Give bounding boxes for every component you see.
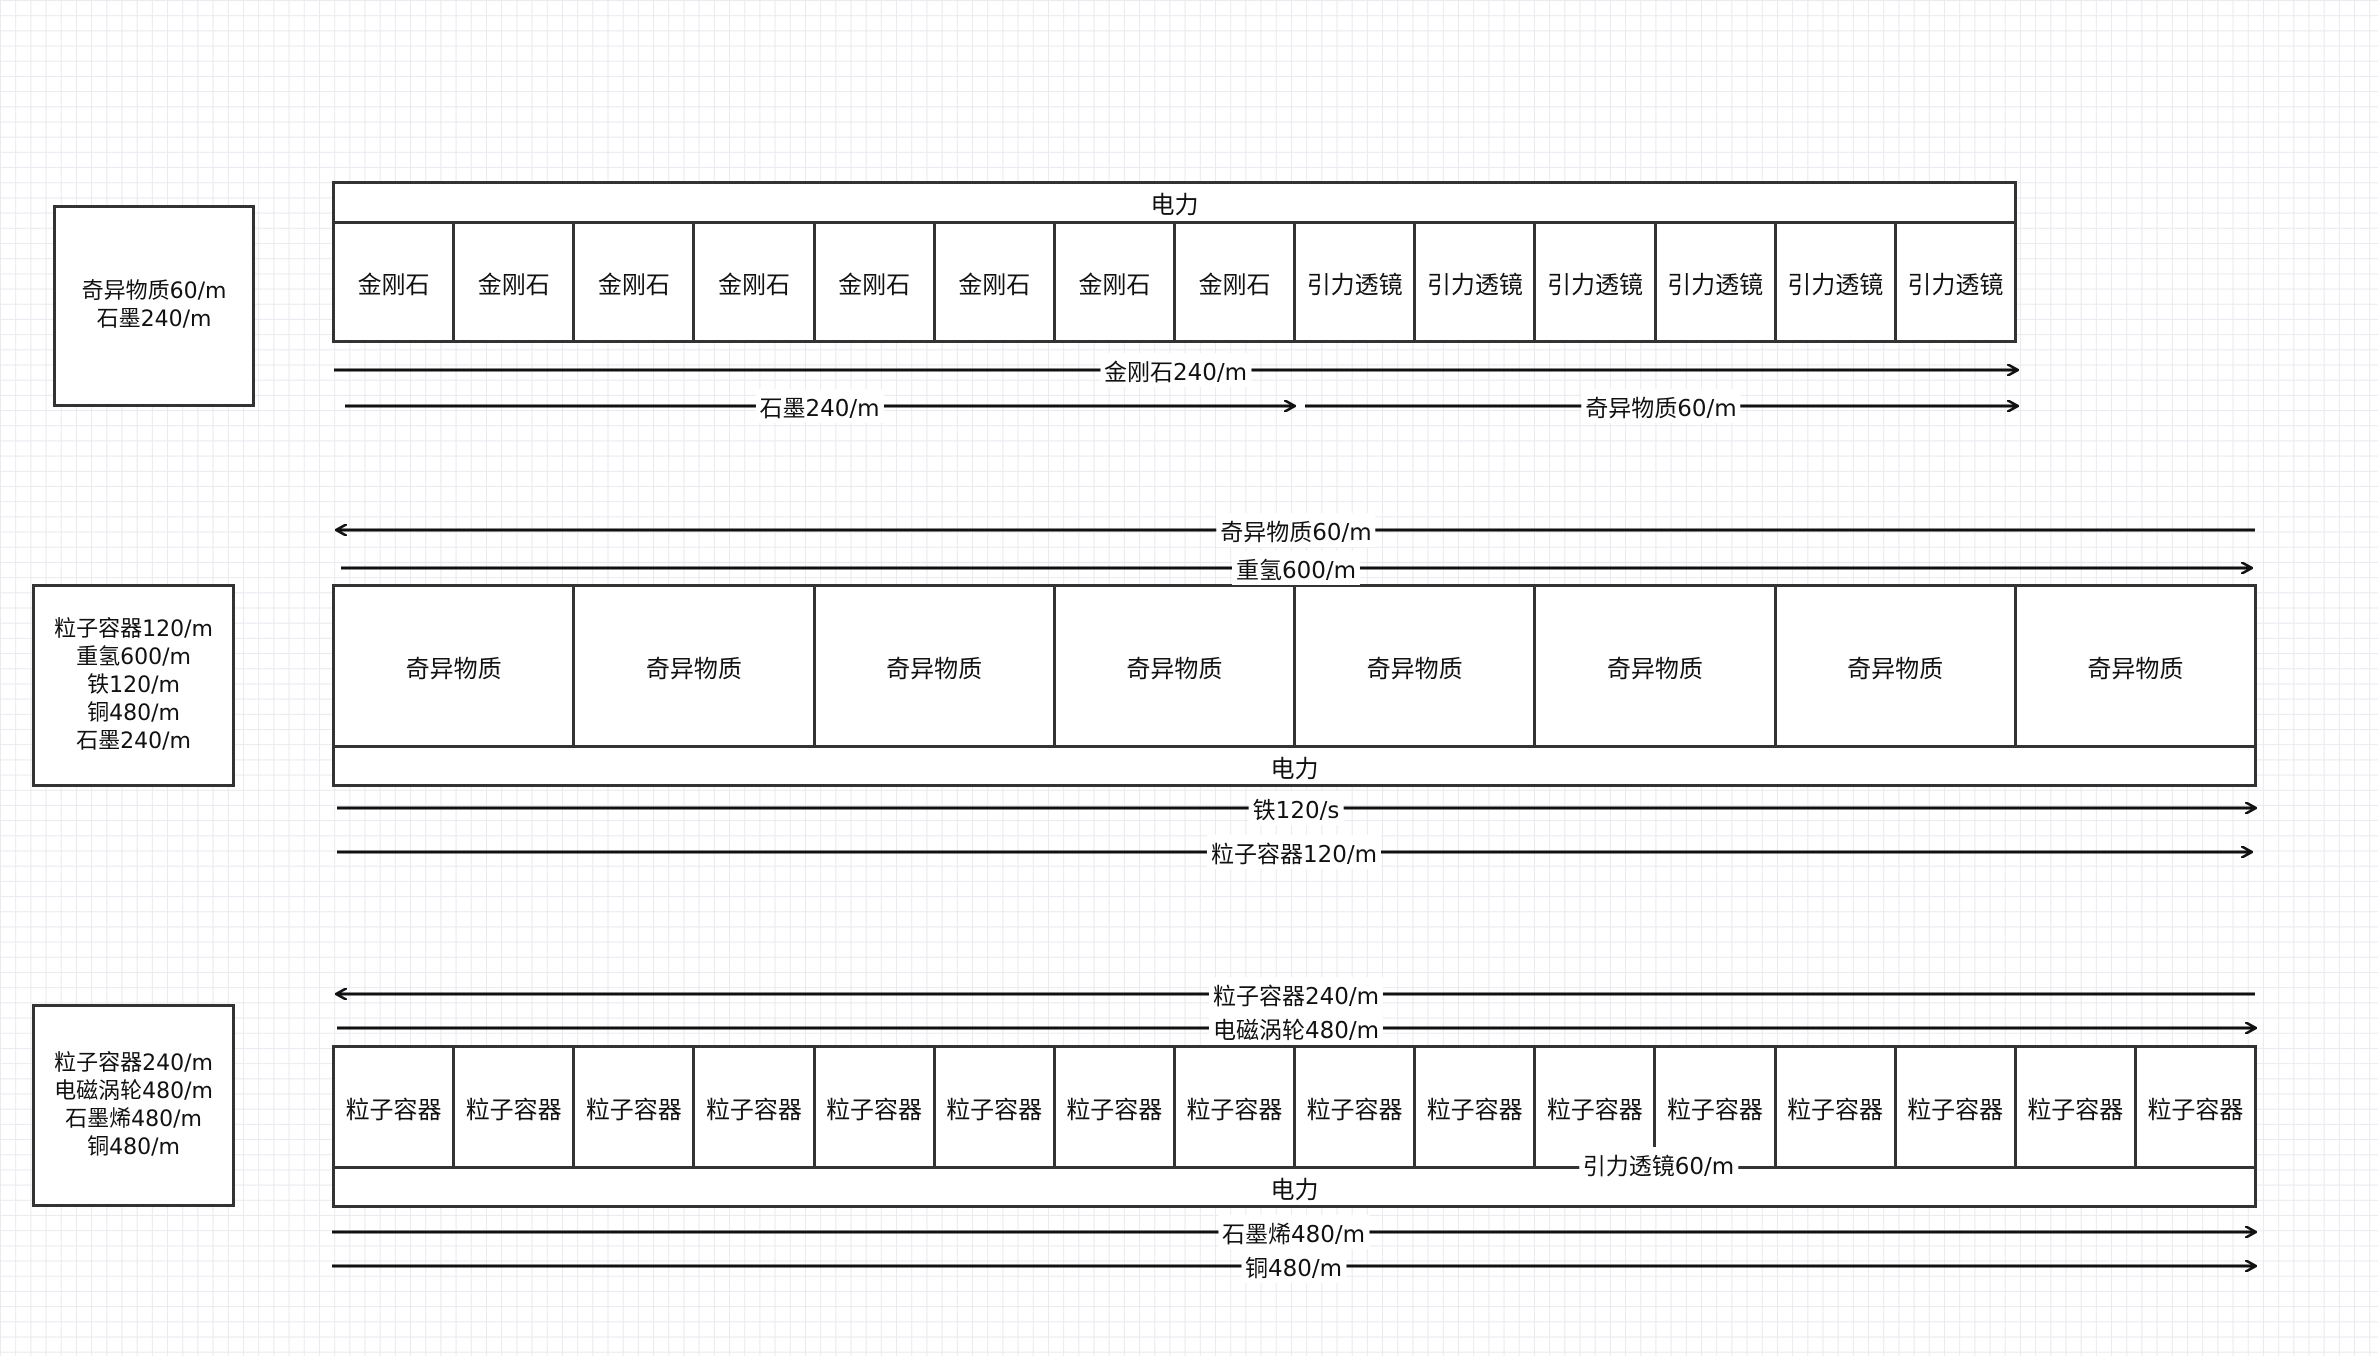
- machine-cell: 粒子容器: [2017, 1048, 2137, 1166]
- machine-row-1: 金刚石金刚石金刚石金刚石金刚石金刚石金刚石金刚石引力透镜引力透镜引力透镜引力透镜…: [332, 221, 2017, 343]
- machine-cell: 粒子容器: [1416, 1048, 1537, 1166]
- summary-line: 铜480/m: [87, 1134, 180, 1160]
- machine-cell: 粒子容器: [575, 1048, 696, 1166]
- flow-arrow-label: 粒子容器120/m: [1206, 835, 1382, 869]
- machine-cell: 粒子容器: [455, 1048, 576, 1166]
- power-bar-2: 电力: [332, 745, 2257, 787]
- machine-cell: 粒子容器: [1176, 1048, 1296, 1166]
- summary-box-2: 粒子容器120/m 重氢600/m 铁120/m 铜480/m 石墨240/m: [32, 584, 235, 787]
- machine-cell: 粒子容器: [1656, 1048, 1777, 1166]
- machine-cell: 粒子容器: [2147, 1095, 2244, 1124]
- machine-cell: 金刚石: [936, 224, 1056, 340]
- machine-cell: 金刚石: [816, 224, 936, 340]
- machine-cell: 粒子容器: [1536, 1048, 1657, 1166]
- machine-cell: 奇异物质: [335, 587, 576, 745]
- machine-cell: 奇异物质: [575, 587, 816, 745]
- machine-cell: 金刚石: [455, 224, 576, 340]
- power-bar-3: 电力: [332, 1166, 2257, 1208]
- flow-arrow-label: 引力透镜60/m: [1578, 1147, 1739, 1181]
- summary-line: 铜480/m: [87, 700, 180, 726]
- summary-line: 奇异物质60/m: [81, 279, 227, 304]
- machine-cell: 金刚石: [575, 224, 696, 340]
- flow-arrow-label: 重氢600/m: [1231, 551, 1361, 585]
- summary-line: 重氢600/m: [76, 644, 191, 670]
- machine-cell: 粒子容器: [1777, 1048, 1897, 1166]
- power-bar-1: 电力: [332, 181, 2017, 224]
- machine-cell: 粒子容器: [936, 1048, 1056, 1166]
- machine-cell: 粒子容器: [335, 1048, 456, 1166]
- flow-arrow-label: 石墨烯480/m: [1217, 1215, 1370, 1249]
- machine-cell: 奇异物质: [816, 587, 1056, 745]
- machine-cell: 粒子容器: [1296, 1048, 1417, 1166]
- machine-cell: 奇异物质: [2087, 654, 2184, 683]
- machine-cell: 金刚石: [1176, 224, 1297, 340]
- machine-cell: 奇异物质: [1056, 587, 1296, 745]
- machine-cell: 引力透镜: [1657, 224, 1777, 340]
- summary-line: 粒子容器120/m: [54, 616, 213, 642]
- summary-line: 铁120/m: [87, 672, 180, 698]
- flow-arrow-label: 铜480/m: [1240, 1249, 1347, 1283]
- flow-arrow-label: 石墨240/m: [755, 389, 884, 423]
- machine-cell: 金刚石: [695, 224, 816, 340]
- summary-line: 石墨240/m: [96, 307, 212, 332]
- machine-row-3: 粒子容器粒子容器粒子容器粒子容器粒子容器粒子容器粒子容器粒子容器粒子容器粒子容器…: [332, 1045, 2257, 1169]
- summary-line: 石墨240/m: [76, 728, 191, 754]
- flow-arrow-label: 奇异物质60/m: [1216, 513, 1376, 547]
- flow-arrow-label: 铁120/s: [1248, 791, 1344, 825]
- flow-arrow-label: 金刚石240/m: [1099, 353, 1252, 387]
- machine-cell: 奇异物质: [1536, 587, 1777, 745]
- machine-cell: 引力透镜: [1907, 270, 2004, 299]
- summary-box-3: 粒子容器240/m 电磁涡轮480/m 石墨烯480/m 铜480/m: [32, 1004, 235, 1207]
- machine-cell: 引力透镜: [1536, 224, 1657, 340]
- flow-arrow-label: 粒子容器240/m: [1208, 977, 1384, 1011]
- machine-cell: 引力透镜: [1296, 224, 1417, 340]
- summary-line: 粒子容器240/m: [54, 1050, 213, 1076]
- machine-cell: 引力透镜: [1777, 224, 1897, 340]
- summary-line: 电磁涡轮480/m: [54, 1078, 213, 1104]
- machine-cell: 粒子容器: [1897, 1048, 2017, 1166]
- flow-arrow-label: 电磁涡轮480/m: [1208, 1011, 1384, 1045]
- machine-cell: 粒子容器: [1056, 1048, 1176, 1166]
- machine-cell: 金刚石: [335, 224, 456, 340]
- machine-cell: 金刚石: [1056, 224, 1176, 340]
- summary-box-1: 奇异物质60/m 石墨240/m: [53, 205, 255, 407]
- machine-cell: 奇异物质: [1296, 587, 1537, 745]
- machine-cell: 粒子容器: [695, 1048, 816, 1166]
- machine-cell: 奇异物质: [1777, 587, 2017, 745]
- machine-cell: 引力透镜: [1416, 224, 1537, 340]
- machine-row-2: 奇异物质奇异物质奇异物质奇异物质奇异物质奇异物质奇异物质奇异物质: [332, 584, 2257, 748]
- summary-line: 石墨烯480/m: [65, 1106, 202, 1132]
- flow-arrow-label: 奇异物质60/m: [1581, 389, 1741, 423]
- machine-cell: 粒子容器: [816, 1048, 936, 1166]
